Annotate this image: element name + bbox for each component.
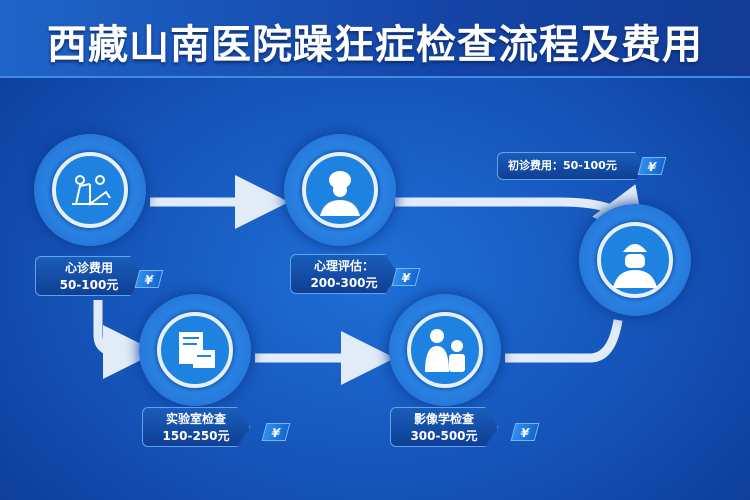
step-initial-node[interactable] — [579, 204, 691, 316]
initial-fee-label: 初诊费用：50-100元 — [497, 152, 647, 180]
arrow-1-3 — [93, 300, 157, 379]
consultation-icon — [72, 175, 111, 206]
header: 西藏山南医院躁狂症检查流程及费用 — [0, 0, 750, 78]
yen-icon: ¥ — [134, 270, 164, 288]
lab-report-icon — [179, 332, 215, 368]
arrow-4-right — [505, 319, 623, 363]
step-imaging-node[interactable] — [389, 294, 501, 406]
doctor-mask-icon — [613, 244, 657, 288]
yen-icon: ¥ — [637, 157, 667, 175]
yen-icon: ¥ — [261, 423, 291, 441]
doctor-icon — [320, 171, 360, 216]
page-title: 西藏山南医院躁狂症检查流程及费用 — [47, 22, 703, 68]
step-lab-node[interactable] — [139, 294, 251, 406]
yen-icon: ¥ — [391, 268, 421, 286]
step-consultation-node[interactable] — [34, 134, 146, 246]
yen-icon: ¥ — [510, 423, 540, 441]
step-assessment-label: 心理评估：200-300元 — [290, 254, 398, 294]
imaging-doctor-icon — [425, 329, 465, 372]
step-assessment-node[interactable] — [284, 134, 396, 246]
